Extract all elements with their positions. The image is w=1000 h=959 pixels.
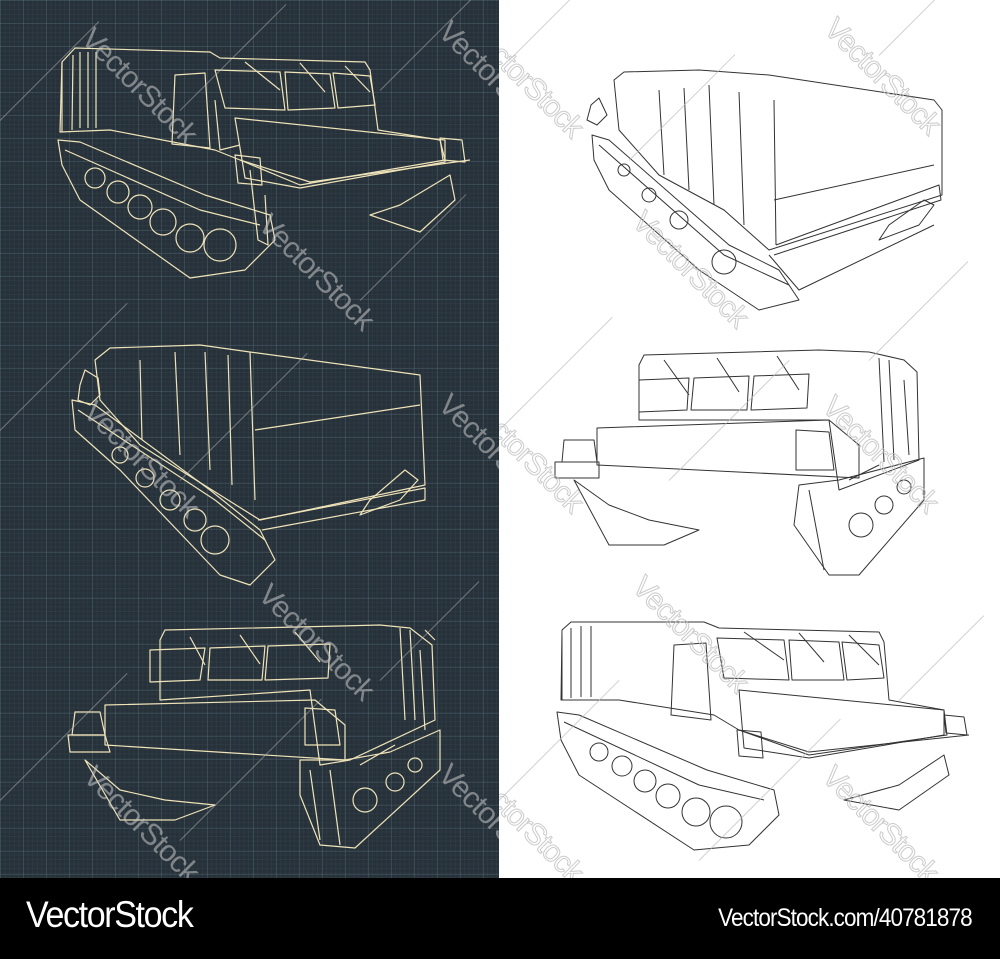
blueprint-fine-grid [0, 0, 499, 878]
vehicle-view-front-left [57, 47, 471, 279]
brand-logo: VectorStock [26, 894, 194, 935]
footer-bar: VectorStock VectorStock.com/40781878 [0, 878, 1000, 959]
vehicle-view-front-right [67, 624, 441, 849]
vehicle-view-front-right [554, 349, 925, 576]
vehicle-drawings-dark [57, 47, 471, 849]
vehicle-view-rear-left [71, 344, 426, 586]
dark-blueprint-panel: VectorStock VectorStock VectorStock Vect… [0, 0, 499, 878]
vehicle-drawings-light [554, 69, 970, 851]
vehicle-view-rear-left [586, 69, 943, 311]
image-url: VectorStock.com/40781878 [718, 904, 972, 932]
blueprint-grid [0, 0, 499, 878]
vehicle-view-front-left [556, 621, 970, 851]
white-line-art-panel: VectorStock VectorStock VectorStock Vect… [499, 0, 1000, 878]
